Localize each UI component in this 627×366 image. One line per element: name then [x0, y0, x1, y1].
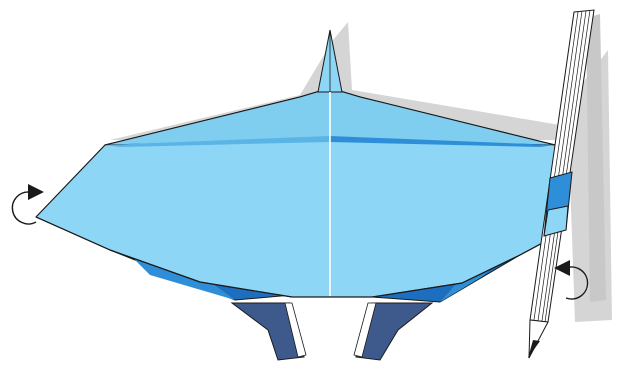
left-landing-strut [232, 303, 306, 360]
right-landing-strut [354, 303, 432, 360]
